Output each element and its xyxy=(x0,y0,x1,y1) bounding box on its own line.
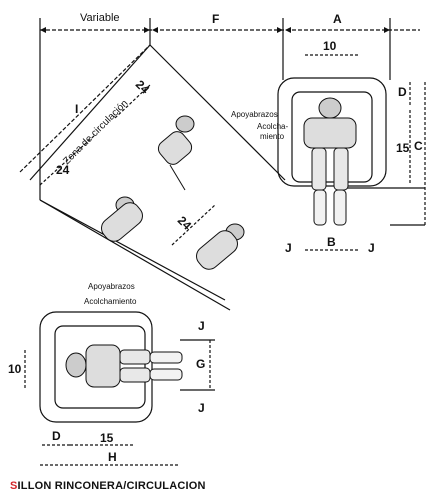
caption-initial: S xyxy=(10,480,18,492)
bottom-left-seated-person xyxy=(65,344,183,388)
arrow-marker xyxy=(277,27,283,33)
label-acolcha-top-2: miento xyxy=(260,132,285,141)
label-D-bottom: D xyxy=(52,429,61,443)
label-J-right-top: J xyxy=(368,241,375,255)
dim-24-top xyxy=(114,84,151,119)
label-apoyabrazos-bottom: Apoyabrazos xyxy=(88,282,135,291)
walking-person-2 xyxy=(101,196,143,242)
bottom-left-armchair-outline xyxy=(39,311,153,423)
label-ten-top: 10 xyxy=(323,39,337,53)
label-G: G xyxy=(196,357,206,371)
top-right-armchair-seat xyxy=(291,91,373,183)
caption-text: ILLON RINCONERA/CIRCULACION xyxy=(17,480,206,492)
circulation-inner-edge-top xyxy=(149,44,286,181)
circulation-zone-boundary xyxy=(39,199,226,301)
label-I: I xyxy=(75,102,79,116)
label-B: B xyxy=(327,235,336,249)
circulation-diagonal-dim xyxy=(19,44,151,173)
arrow-marker xyxy=(152,27,158,33)
top-right-armchair-outline xyxy=(277,77,387,187)
label-C: C xyxy=(414,139,423,153)
label-15-right: 15 xyxy=(396,141,410,155)
label-apoyabrazos-top: Apoyabrazos xyxy=(231,110,278,119)
circulation-outer-edge xyxy=(29,44,151,181)
walking-person-3 xyxy=(196,223,245,270)
label-A: A xyxy=(333,12,342,26)
label-24-b: 24 xyxy=(56,163,70,177)
label-H: H xyxy=(108,450,117,464)
label-F: F xyxy=(212,12,220,26)
label-acolcha-top-1: Acolcha- xyxy=(257,122,289,131)
arrow-marker xyxy=(285,27,291,33)
figure-caption: SILLON RINCONERA/CIRCULACION xyxy=(10,480,206,492)
label-acolchamiento-bottom: Acolchamiento xyxy=(84,297,137,306)
walking-person-1 xyxy=(157,115,195,191)
top-right-seated-person xyxy=(303,97,357,226)
circulation-lower-boundary xyxy=(39,199,231,311)
arrow-marker xyxy=(40,27,46,33)
label-ten-left: 10 xyxy=(8,362,22,376)
label-J-left-top: J xyxy=(285,241,292,255)
label-D-right: D xyxy=(398,85,407,99)
bottom-left-armchair-seat xyxy=(54,325,146,409)
arrow-marker xyxy=(144,27,150,33)
label-15-bottom: 15 xyxy=(100,431,114,445)
dim-24-left xyxy=(39,134,96,186)
arrow-marker xyxy=(384,27,390,33)
label-variable: Variable xyxy=(80,12,120,24)
label-J-down: J xyxy=(198,401,205,415)
label-J-up: J xyxy=(198,319,205,333)
